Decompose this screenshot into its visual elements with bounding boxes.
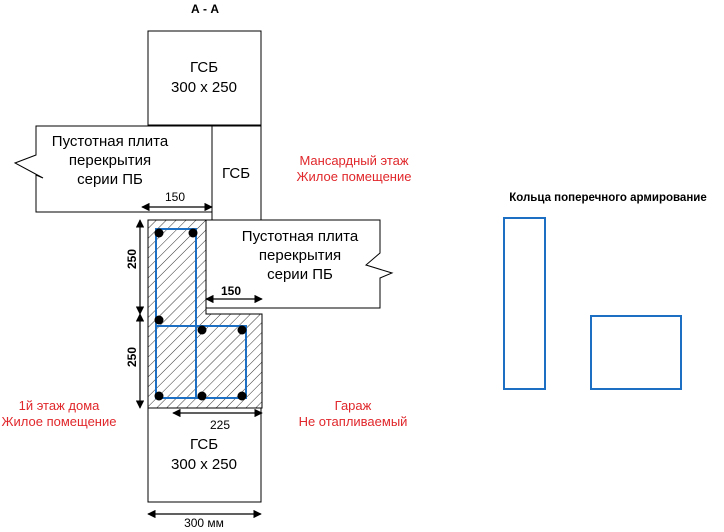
rebar-point	[237, 325, 247, 335]
lower-height-dim-label: 250	[125, 347, 139, 367]
right-slab-line3: серии ПБ	[267, 266, 333, 283]
middle-block-label: ГСБ	[222, 165, 250, 182]
bottom-block-size: 300 х 250	[171, 456, 237, 473]
upper-height-dim-label: 250	[125, 249, 139, 269]
garage-annotation-line1: Гараж	[335, 398, 372, 413]
section-title: А - А	[191, 2, 219, 16]
floor1-annotation-line2: Жилое помещение	[2, 414, 117, 429]
rings-title: Кольца поперечного армирование	[509, 192, 707, 204]
bottom-block	[147, 407, 262, 503]
rebar-point	[237, 391, 247, 401]
rebar-point	[154, 228, 164, 238]
left-slab	[13, 125, 213, 213]
right-slab	[205, 219, 394, 309]
rebar-point	[154, 315, 164, 325]
rebar-point	[154, 391, 164, 401]
right-slab-line1: Пустотная плита	[242, 228, 359, 245]
core-width-dim-label: 225	[210, 418, 230, 432]
garage-annotation-line2: Не отапливаемый	[299, 414, 408, 429]
right-bearing-dim-label: 150	[221, 284, 241, 298]
top-block-size: 300 х 250	[171, 79, 237, 96]
attic-annotation-line2: Жилое помещение	[297, 169, 412, 184]
left-slab-line3: серии ПБ	[77, 171, 143, 188]
middle-block	[211, 125, 262, 221]
attic-annotation-line1: Мансардный этаж	[299, 153, 408, 168]
ring-tall	[503, 217, 546, 390]
bottom-block-title: ГСБ	[190, 436, 218, 453]
total-width-dim-label: 300 мм	[184, 516, 224, 530]
rebar-point	[197, 391, 207, 401]
rebar-point	[188, 228, 198, 238]
left-slab-line1: Пустотная плита	[52, 133, 169, 150]
right-slab-line2: перекрытия	[259, 247, 341, 264]
rebar-point	[197, 325, 207, 335]
left-slab-line2: перекрытия	[69, 152, 151, 169]
top-block	[147, 30, 262, 126]
floor1-annotation-line1: 1й этаж дома	[19, 398, 101, 413]
ring-wide	[590, 315, 682, 390]
left-bearing-dim-label: 150	[165, 190, 185, 204]
top-block-title: ГСБ	[190, 59, 218, 76]
